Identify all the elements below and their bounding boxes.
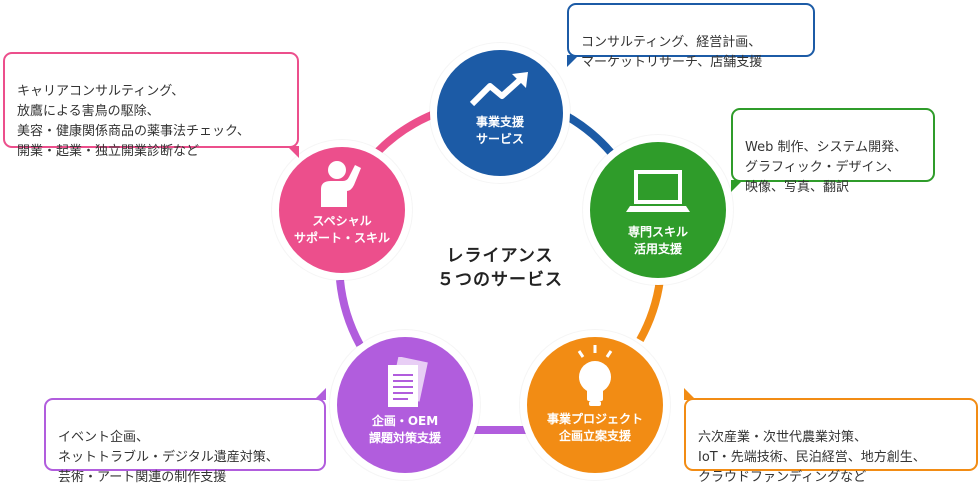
bubble-project: 六次産業・次世代農業対策、 IoT・先端技術、民泊経営、地方創生、 クラウドファ… [684,388,978,485]
node-planning-label: 企画・OEM 課題対策支援 [368,414,441,445]
node-special[interactable]: スペシャル サポート・スキル [272,140,412,280]
trend-arrow-icon [469,72,528,107]
bubble-business: コンサルティング、経営計画、 マーケットリサーチ、店舗支援 [567,3,815,70]
bubble-project-text: 六次産業・次世代農業対策、 IoT・先端技術、民泊経営、地方創生、 クラウドファ… [698,430,926,485]
bubble-skills-tail [731,180,743,192]
node-business-label: 事業支援 サービス [475,115,524,146]
bubble-special-tail [287,146,299,158]
bubble-skills: Web 制作、システム開発、 グラフィック・デザイン、 映像、写真、翻訳 [731,108,935,195]
node-planning[interactable]: 企画・OEM 課題対策支援 [330,330,480,480]
person-icon [321,161,361,207]
node-skills-label: 専門スキル 活用支援 [627,225,688,256]
bubble-special-text: キャリアコンサルティング、 放鷹による害鳥の駆除、 美容・健康関係商品の薬事法チ… [17,84,250,159]
ring-arc-skills-project [636,279,664,342]
bubble-business-tail [567,55,579,67]
center-title: レライアンス ５つのサービス [415,244,585,292]
center-title-line2: ５つのサービス [437,270,563,290]
node-project-label: 事業プロジェクト 企画立案支援 [546,412,643,443]
bubble-planning-tail [314,388,326,400]
center-title-line1: レライアンス [446,246,554,266]
laptop-icon [626,170,690,212]
ring-arc-planning-special [336,279,364,347]
bubble-planning: イベント企画、 ネットトラブル・デジタル遺産対策、 芸術・アート関連の制作支援 [44,388,326,485]
node-project[interactable]: 事業プロジェクト 企画立案支援 [520,330,670,480]
bubble-skills-text: Web 制作、システム開発、 グラフィック・デザイン、 映像、写真、翻訳 [745,140,908,195]
bubble-business-text: コンサルティング、経営計画、 マーケットリサーチ、店舗支援 [581,35,763,70]
bubble-planning-text: イベント企画、 ネットトラブル・デジタル遺産対策、 芸術・アート関連の制作支援 [58,430,279,485]
lightbulb-icon [577,345,613,406]
node-business[interactable]: 事業支援 サービス [430,43,570,183]
bubble-special: キャリアコンサルティング、 放鷹による害鳥の駆除、 美容・健康関係商品の薬事法チ… [3,52,299,159]
document-icon [388,357,428,407]
bubble-project-tail [684,388,696,400]
node-special-label: スペシャル サポート・スキル [293,214,390,245]
node-skills[interactable]: 専門スキル 活用支援 [583,135,733,285]
